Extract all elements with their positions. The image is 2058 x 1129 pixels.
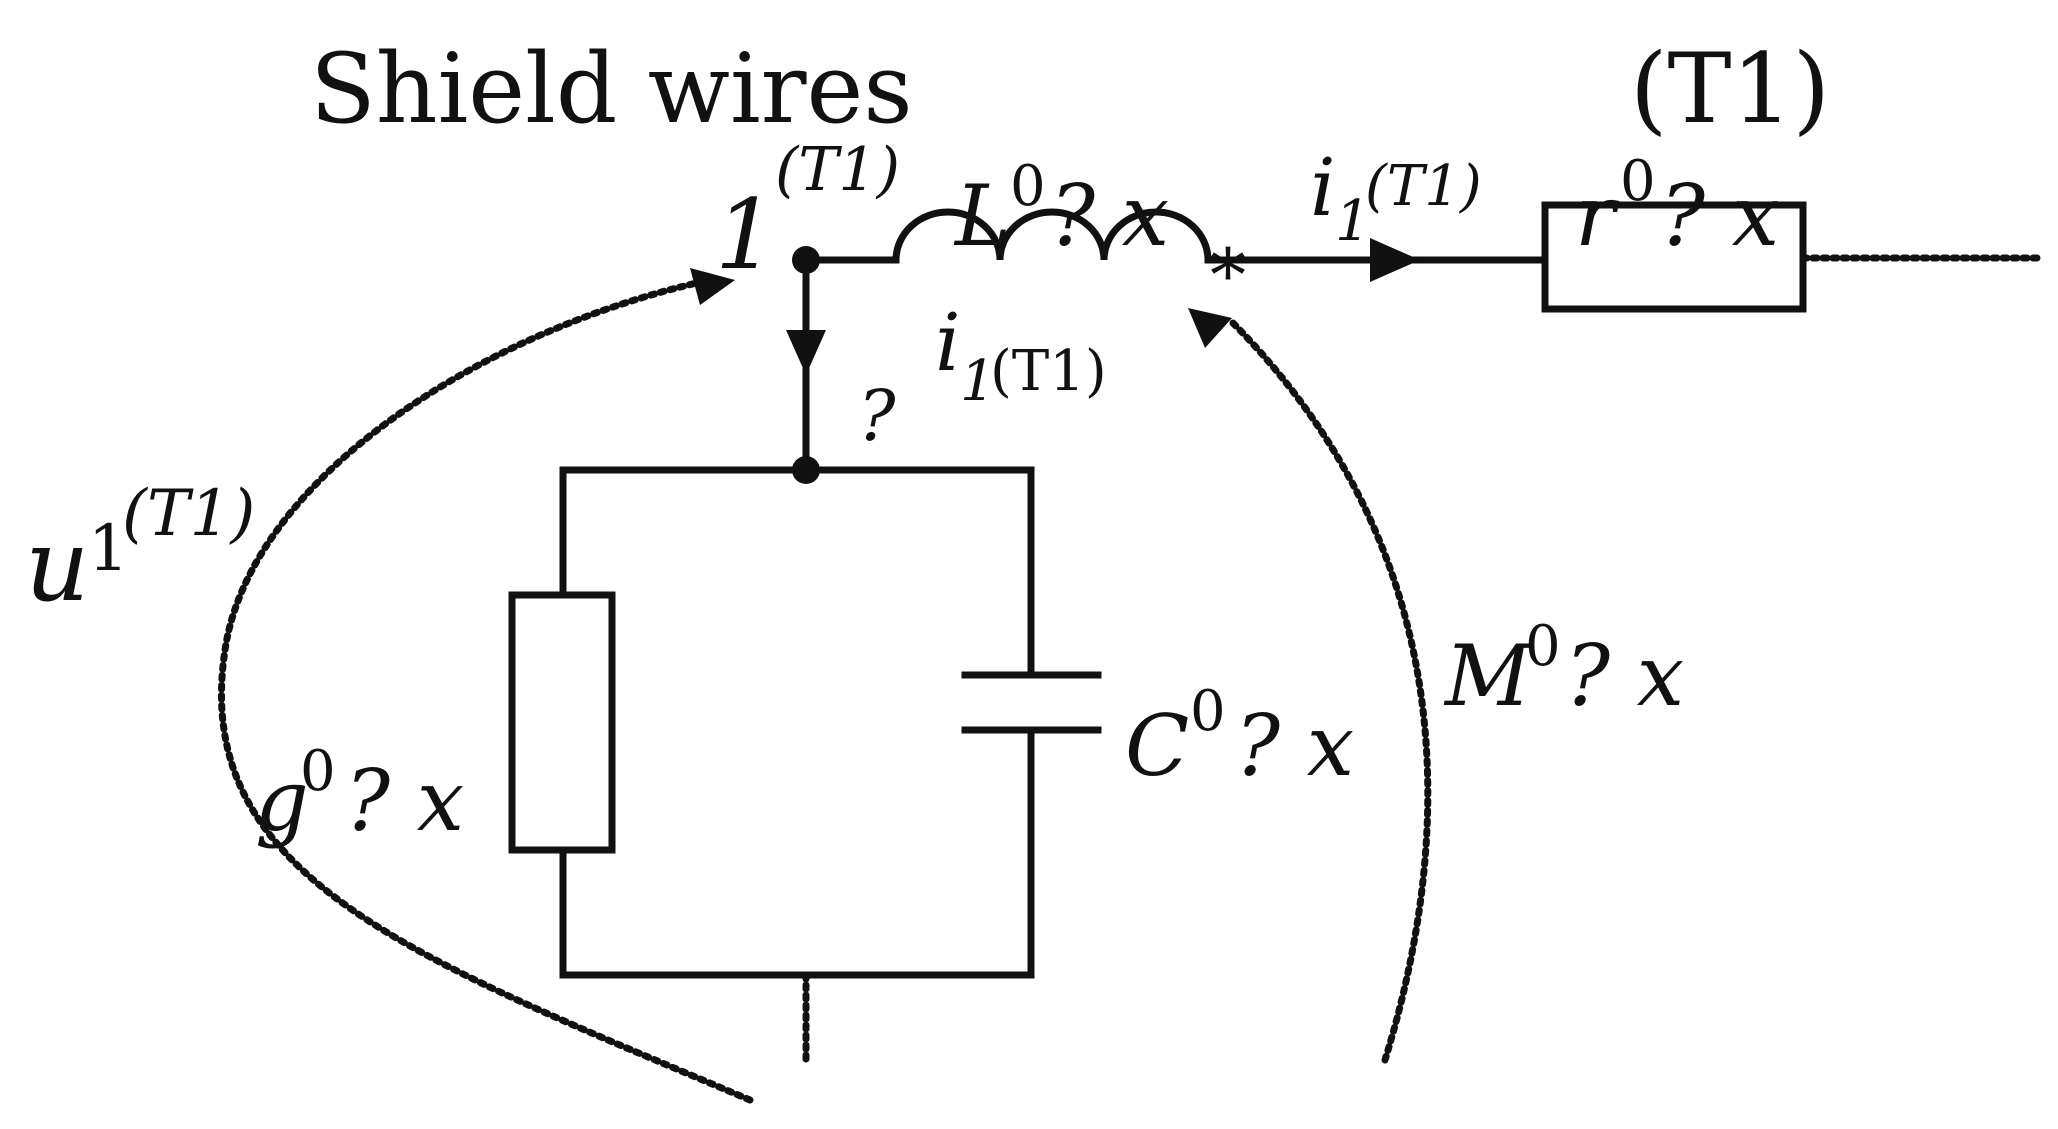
voltage-arc-arrow bbox=[690, 268, 735, 305]
series-current-label: i 1 (T1) bbox=[1310, 141, 1482, 254]
inductance-symbol: L bbox=[953, 167, 1011, 265]
conductance-label: g 0 ? x bbox=[255, 739, 464, 850]
mutual-sup: 0 bbox=[1525, 614, 1561, 679]
conductance-sup: 0 bbox=[300, 739, 336, 804]
mutual-label: M 0 ? x bbox=[1443, 614, 1684, 725]
shunt-current-prefix: ? bbox=[858, 375, 896, 457]
shunt-current-label: ? i 1 (T1) bbox=[858, 296, 1107, 457]
shunt-current-sup: (T1) bbox=[990, 339, 1107, 404]
mutual-arc-arrow bbox=[1188, 308, 1232, 348]
capacitance-tail: ? x bbox=[1235, 697, 1354, 795]
conductance-tail: ? x bbox=[345, 752, 464, 850]
voltage-symbol: u bbox=[25, 507, 89, 624]
shunt-bottom-wire bbox=[559, 726, 1035, 979]
title: Shield wires bbox=[310, 33, 913, 145]
capacitance-sup: 0 bbox=[1190, 679, 1226, 744]
inductance-tail: ? x bbox=[1050, 167, 1169, 265]
shunt-current-arrow bbox=[786, 330, 826, 375]
section-label: (T1) bbox=[1630, 33, 1830, 145]
capacitance-symbol: C bbox=[1125, 697, 1189, 795]
voltage-arc bbox=[217, 276, 754, 1104]
conductance-symbol: g bbox=[255, 752, 309, 850]
inductor-coil bbox=[892, 208, 1212, 264]
node-number: 1 bbox=[715, 179, 776, 291]
shunt-current-sub: 1 bbox=[960, 349, 996, 414]
series-current-sup: (T1) bbox=[1365, 154, 1482, 219]
mutual-arc bbox=[1226, 316, 1432, 1064]
series-current-sub: 1 bbox=[1335, 189, 1371, 254]
shunt-conductance bbox=[508, 591, 616, 854]
voltage-label: u 1 (T1) bbox=[25, 477, 255, 624]
voltage-sub: 1 bbox=[88, 512, 129, 586]
series-resistance-sup: 0 bbox=[1620, 149, 1656, 214]
mutual-tail: ? x bbox=[1565, 627, 1684, 725]
series-resistance-label: r 0 ? x bbox=[1575, 149, 1779, 265]
capacitance-label: C 0 ? x bbox=[1125, 679, 1354, 795]
polarity-marker: * bbox=[1210, 233, 1246, 317]
series-current-symbol: i bbox=[1310, 141, 1336, 234]
inductance-label: L 0 ? x bbox=[953, 154, 1169, 265]
node-sup: (T1) bbox=[775, 135, 900, 205]
series-resistance-tail: ? x bbox=[1660, 167, 1779, 265]
inductance-sup: 0 bbox=[1010, 154, 1046, 219]
series-current-arrow bbox=[1370, 238, 1420, 282]
mutual-symbol: M bbox=[1443, 627, 1533, 725]
series-resistance-symbol: r bbox=[1575, 167, 1620, 265]
shunt-top-wire bbox=[559, 466, 1035, 679]
voltage-sup: (T1) bbox=[122, 477, 255, 551]
shunt-current-symbol: i bbox=[935, 296, 961, 389]
